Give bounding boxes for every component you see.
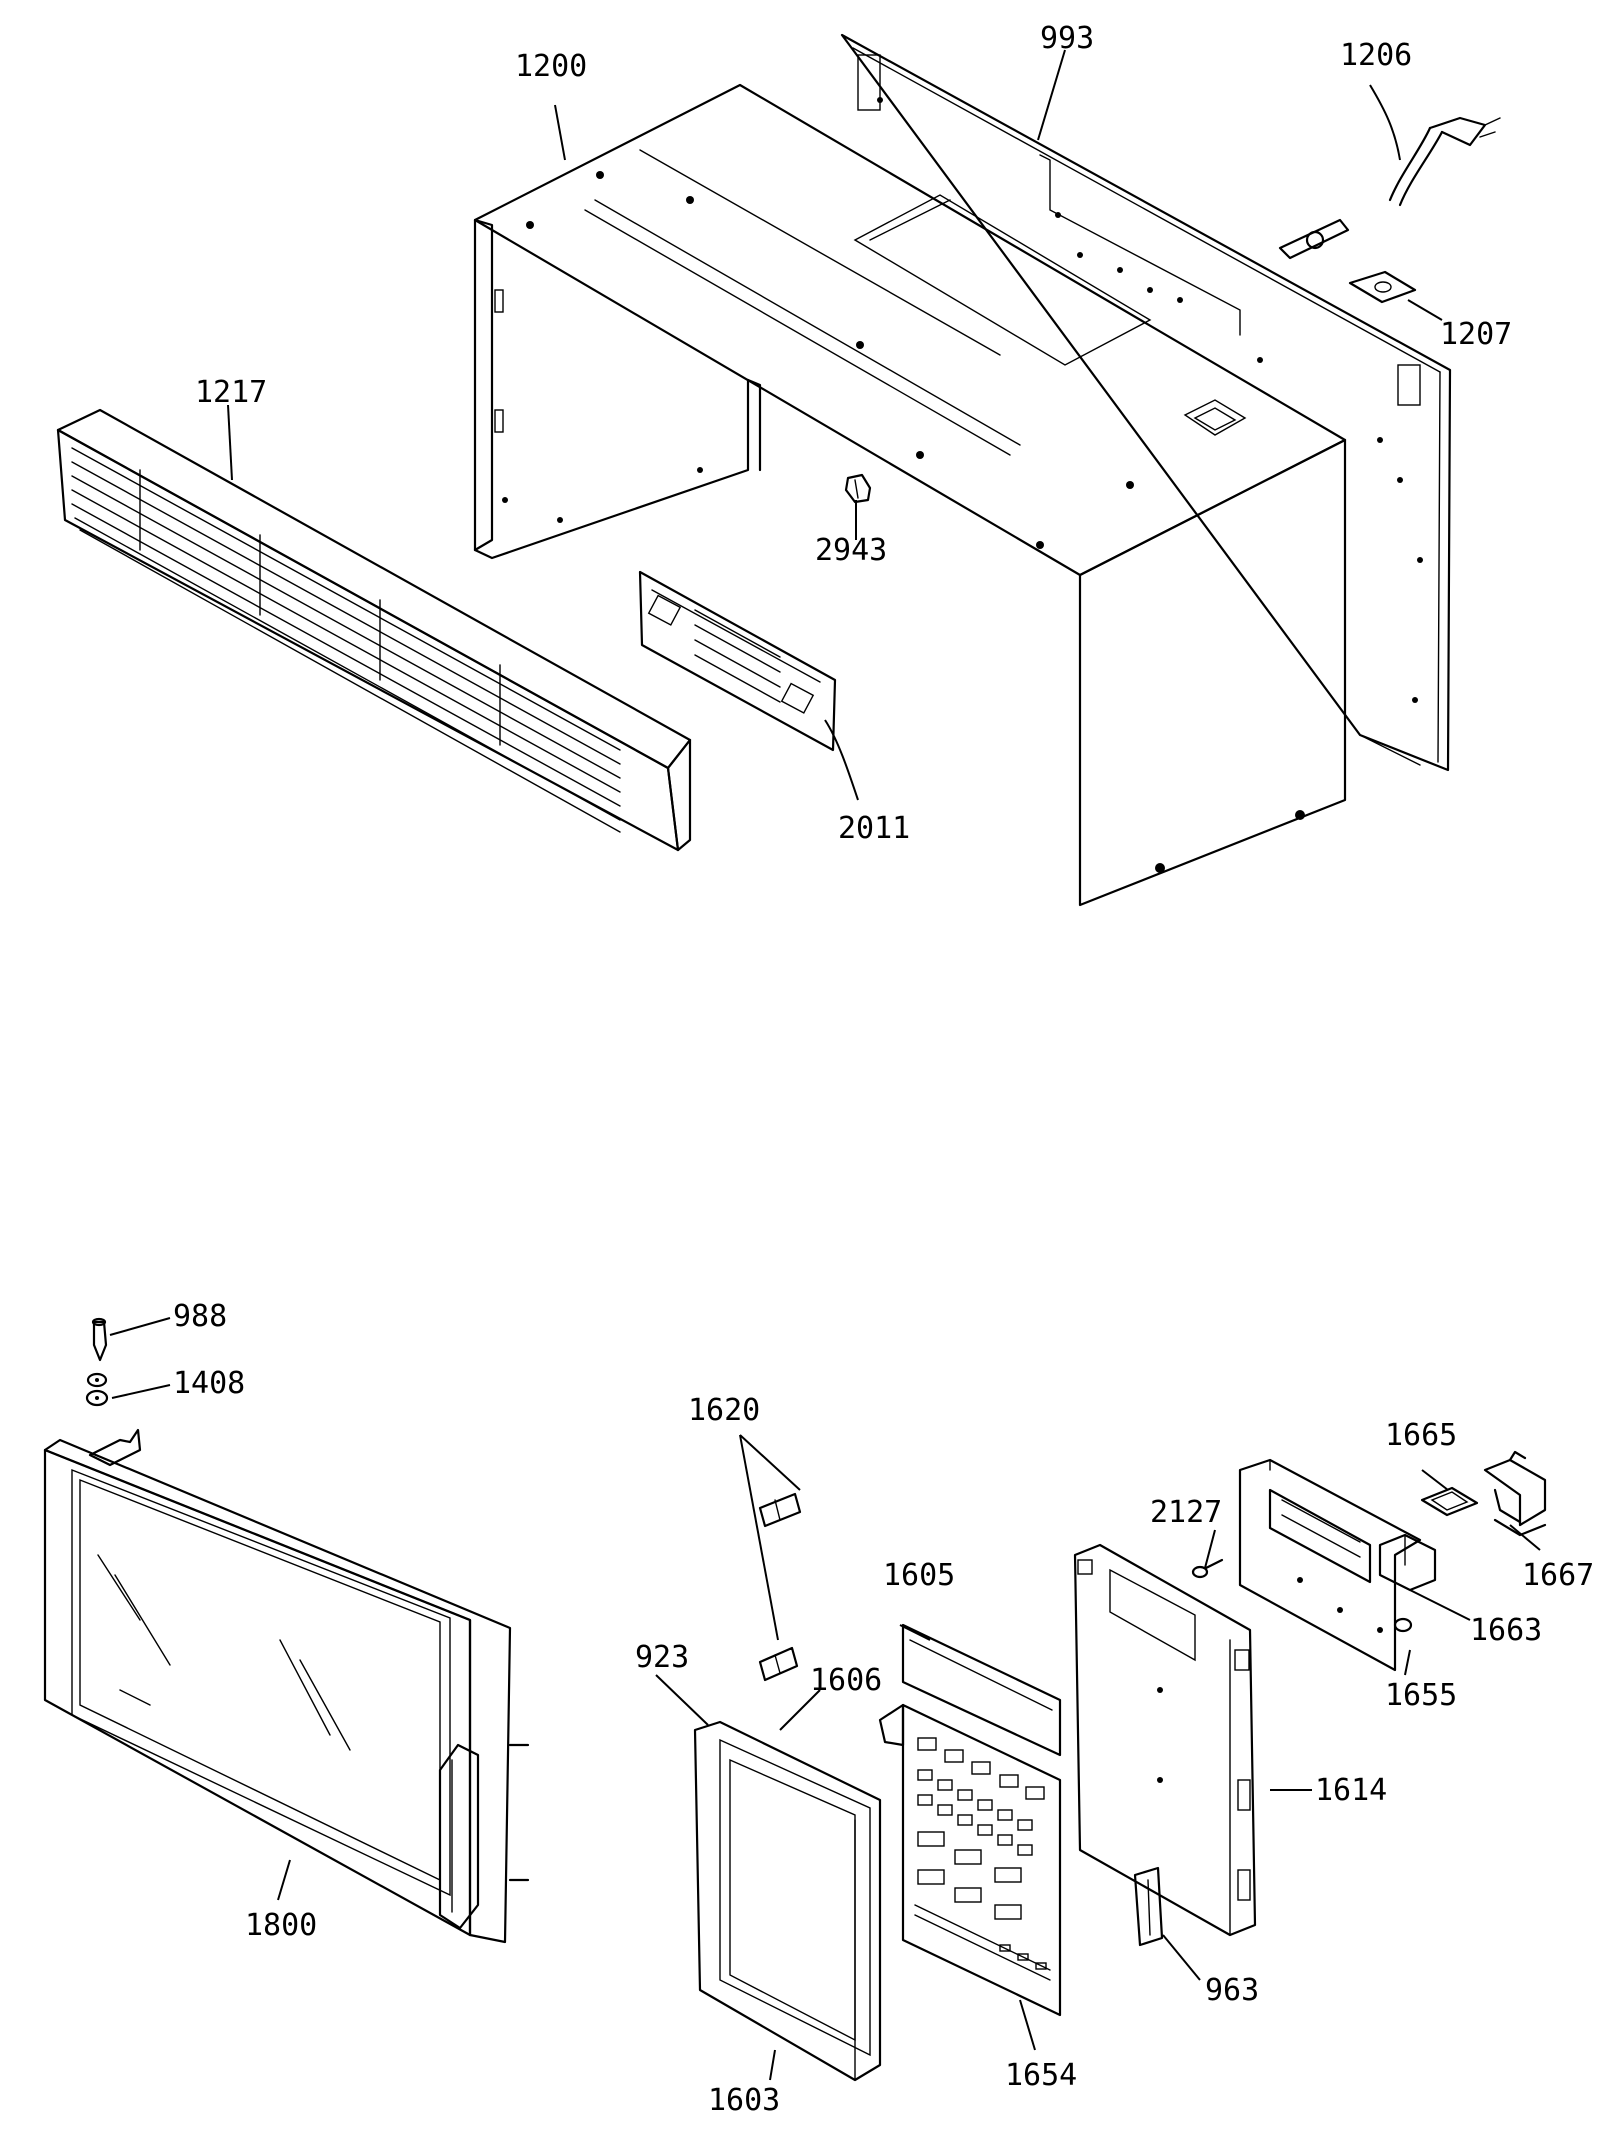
label-1620: 1620 — [688, 1393, 760, 1428]
clip-2943 — [844, 473, 872, 504]
back-panel-993 — [840, 33, 1452, 772]
grommet-plate-1207 — [1348, 270, 1417, 304]
power-cord-1206 — [1278, 116, 1501, 260]
keypad-membrane-1654 — [878, 1703, 1062, 2017]
screw-2127 — [1191, 1558, 1224, 1579]
vent-bracket-2011 — [638, 570, 837, 752]
label-1603: 1603 — [708, 2083, 780, 2118]
control-frame-923 — [693, 1720, 882, 2082]
label-993: 993 — [1040, 21, 1094, 56]
vent-grille-1217 — [56, 408, 692, 852]
label-1217: 1217 — [195, 375, 267, 410]
label-1800: 1800 — [245, 1908, 317, 1943]
leader-lines — [109, 49, 1541, 2081]
label-2011: 2011 — [838, 811, 910, 846]
label-1408: 1408 — [173, 1366, 245, 1401]
callout-labels: 1200 993 1206 1207 1217 2943 2011 988 14… — [173, 21, 1594, 2118]
label-1606: 1606 — [810, 1663, 882, 1698]
label-1667: 1667 — [1522, 1558, 1594, 1593]
label-1654: 1654 — [1005, 2058, 1077, 2093]
label-988: 988 — [173, 1299, 227, 1334]
label-1665: 1665 — [1385, 1418, 1457, 1453]
washers-1408 — [85, 1372, 109, 1407]
label-1207: 1207 — [1440, 317, 1512, 352]
label-1663: 1663 — [1470, 1613, 1542, 1648]
door-assembly-1800 — [43, 1428, 530, 1944]
label-963: 963 — [1205, 1973, 1259, 2008]
control-board-1655 — [1238, 1458, 1422, 1672]
hinge-pin-988 — [91, 1317, 108, 1362]
label-923: 923 — [635, 1640, 689, 1675]
clips-1620 — [758, 1492, 802, 1682]
control-bracket-1614 — [1073, 1543, 1257, 1937]
label-1200: 1200 — [515, 49, 587, 84]
outer-case-1200 — [473, 83, 1347, 907]
switch-lever-963 — [1133, 1866, 1164, 1947]
relay-1663 — [1378, 1533, 1437, 1633]
label-1206: 1206 — [1340, 38, 1412, 73]
label-1655: 1655 — [1385, 1678, 1457, 1713]
label-2127: 2127 — [1150, 1495, 1222, 1530]
display-window-1605 — [901, 1623, 1062, 1757]
label-2943: 2943 — [815, 533, 887, 568]
label-1614: 1614 — [1315, 1773, 1387, 1808]
label-1605: 1605 — [883, 1558, 955, 1593]
gasket-1665 — [1420, 1486, 1479, 1517]
bracket-1667 — [1483, 1450, 1547, 1537]
